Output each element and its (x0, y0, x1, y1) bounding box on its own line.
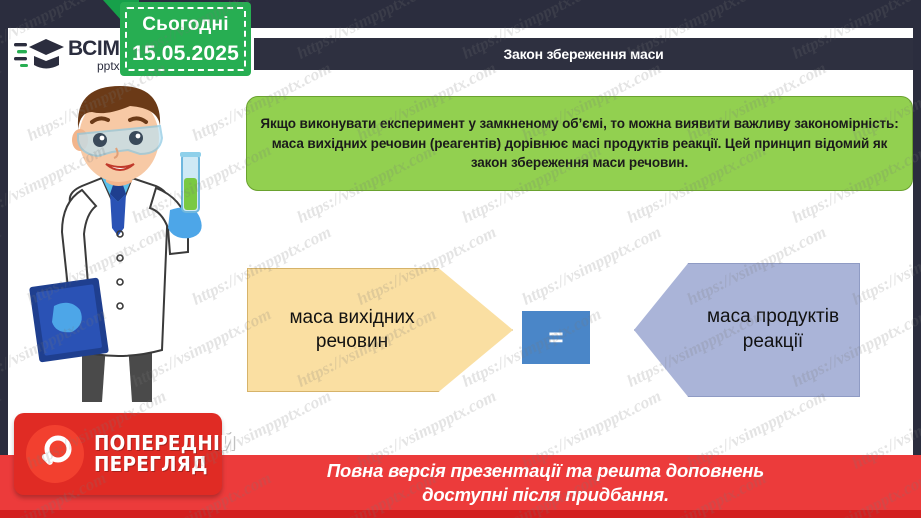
reactants-arrow-label: маса вихідних речовин (289, 307, 415, 352)
equals-box: = (522, 311, 590, 364)
date-tag-value: 15.05.2025 (131, 42, 240, 65)
equals-symbol: = (548, 321, 564, 352)
preview-badge-line2: ПЕРЕГЛЯД (94, 452, 208, 476)
graduation-cap-icon (14, 35, 66, 75)
purchase-notice-line2: доступні після придбання. (422, 483, 669, 505)
date-tag-label: Сьогодні (142, 14, 229, 35)
slide-title-bar: Закон збереження маси (254, 38, 913, 70)
date-tag-body: Сьогодні 15.05.2025 (120, 2, 251, 76)
purchase-notice-text: Повна версія презентації та решта доповн… (157, 459, 764, 505)
magnifier-icon (26, 425, 84, 483)
green-content-box: Якщо виконувати експеримент у замкненому… (246, 96, 913, 191)
products-arrow-label: маса продуктів реакції (706, 306, 840, 352)
slide-title: Закон збереження маси (503, 46, 664, 62)
scientist-illustration (10, 82, 245, 412)
logo-title: ВСІМ (68, 37, 120, 60)
preview-badge-line1: ПОПЕРЕДНІЙ (94, 431, 236, 455)
right-dark-border (913, 0, 921, 518)
preview-badge-label: ПОПЕРЕДНІЙ ПЕРЕГЛЯД (94, 433, 236, 475)
purchase-notice-line1: Повна версія презентації та решта доповн… (326, 460, 765, 482)
preview-badge[interactable]: ПОПЕРЕДНІЙ ПЕРЕГЛЯД (14, 413, 236, 495)
left-dark-border (0, 0, 8, 518)
logo-subtitle: pptx (96, 59, 120, 73)
bottom-red-strip (0, 510, 921, 518)
products-arrow: маса продуктів реакції (634, 263, 860, 397)
green-box-text: Якщо виконувати експеримент у замкненому… (260, 116, 899, 171)
today-date-tag: Сьогодні 15.05.2025 (103, 0, 253, 80)
site-logo[interactable]: ВСІМ pptx (14, 33, 154, 77)
